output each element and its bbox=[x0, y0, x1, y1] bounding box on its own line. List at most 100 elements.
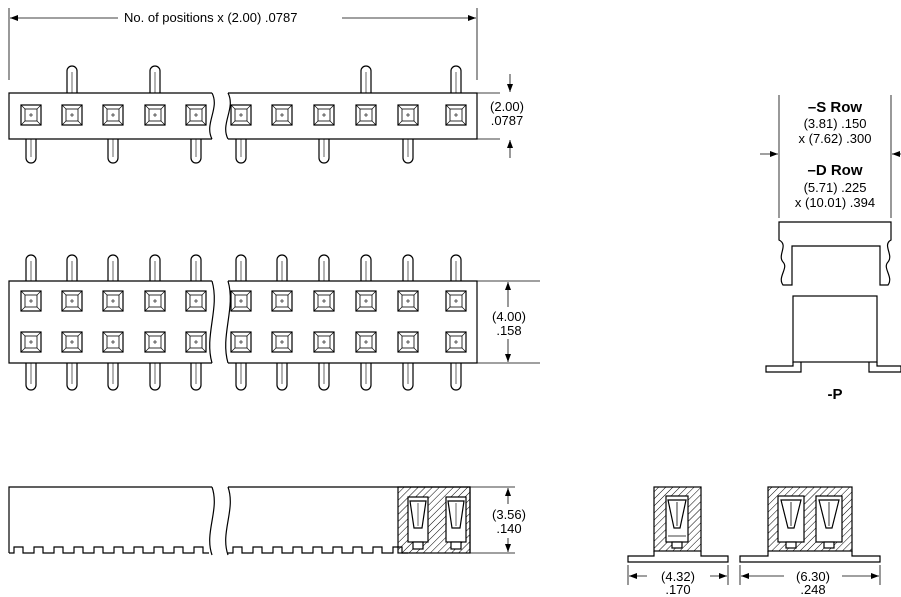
contact-cell bbox=[61, 104, 83, 126]
contact-cell bbox=[397, 331, 419, 353]
pin bbox=[190, 363, 202, 391]
side-view bbox=[8, 486, 515, 556]
height-metric-label: (3.56) bbox=[492, 507, 526, 522]
contact-cell bbox=[102, 290, 124, 312]
contact-cell bbox=[355, 290, 377, 312]
top-view-dual-row bbox=[8, 254, 540, 391]
contact-cell bbox=[397, 104, 419, 126]
pin bbox=[149, 65, 161, 93]
side-tail bbox=[450, 541, 462, 550]
side-bottom-left bbox=[9, 546, 209, 554]
row-spacing-inch-label: .158 bbox=[496, 323, 522, 338]
cover-cap bbox=[778, 221, 892, 286]
housing-right bbox=[228, 92, 478, 140]
contact-cell bbox=[355, 104, 377, 126]
side-tail bbox=[412, 541, 424, 550]
pin bbox=[318, 254, 330, 281]
contact-cell bbox=[20, 290, 42, 312]
contact-cell bbox=[445, 104, 467, 126]
break-line bbox=[209, 280, 215, 364]
pin bbox=[25, 139, 37, 164]
housing-right bbox=[228, 280, 478, 364]
pin bbox=[360, 254, 372, 281]
d-row-line2: x (10.01) .394 bbox=[794, 195, 876, 210]
contact-cell bbox=[102, 104, 124, 126]
pin bbox=[107, 139, 119, 164]
single-width-metric-label: (4.32) bbox=[661, 569, 695, 584]
break-line bbox=[225, 92, 231, 140]
contact-cell bbox=[313, 290, 335, 312]
pin bbox=[402, 139, 414, 164]
pin bbox=[66, 254, 78, 281]
pitch-inch-label: .0787 bbox=[490, 113, 524, 128]
pin bbox=[235, 254, 247, 281]
pin bbox=[190, 254, 202, 281]
contact-cell bbox=[397, 290, 419, 312]
pin bbox=[276, 363, 288, 391]
height-inch-label: .140 bbox=[496, 521, 522, 536]
s-row-line2: x (7.62) .300 bbox=[798, 131, 872, 146]
contact-cell bbox=[185, 290, 207, 312]
side-housing-left bbox=[8, 486, 212, 553]
end-foot-right bbox=[868, 362, 901, 373]
d-row-line1: (5.71) .225 bbox=[803, 180, 867, 195]
s-row-line1: (3.81) .150 bbox=[803, 116, 867, 131]
contact-cell bbox=[185, 331, 207, 353]
end-foot-left bbox=[765, 362, 802, 373]
contact-cell bbox=[61, 290, 83, 312]
break-line bbox=[225, 280, 231, 364]
contact-cell bbox=[144, 331, 166, 353]
pin bbox=[235, 139, 247, 164]
pin bbox=[66, 363, 78, 391]
pin bbox=[25, 254, 37, 281]
contact-cell bbox=[313, 104, 335, 126]
contact-cell bbox=[230, 331, 252, 353]
contact-cell bbox=[271, 104, 293, 126]
top-view-single-row bbox=[8, 8, 513, 164]
contact-cell bbox=[102, 331, 124, 353]
pin bbox=[66, 65, 78, 93]
break-line bbox=[209, 486, 215, 556]
length-dimension-label: No. of positions x (2.00) .0787 bbox=[124, 10, 298, 25]
contact-cell bbox=[230, 290, 252, 312]
pin bbox=[276, 254, 288, 281]
pin bbox=[360, 65, 372, 93]
pitch-metric-label: (2.00) bbox=[490, 99, 524, 114]
pin bbox=[149, 363, 161, 391]
pin bbox=[190, 139, 202, 164]
section-single bbox=[627, 486, 729, 563]
pin bbox=[360, 363, 372, 391]
break-line bbox=[225, 486, 231, 556]
pin bbox=[318, 363, 330, 391]
pin bbox=[107, 254, 119, 281]
contact-cell bbox=[20, 104, 42, 126]
contact-cell bbox=[355, 331, 377, 353]
contact-cell bbox=[61, 331, 83, 353]
side-bottom-right bbox=[228, 546, 408, 554]
cross-sections bbox=[627, 486, 881, 585]
row-spacing-metric-label: (4.00) bbox=[492, 309, 526, 324]
break-line bbox=[209, 92, 215, 140]
option-p-label: -P bbox=[827, 386, 843, 403]
pin bbox=[25, 363, 37, 391]
end-view bbox=[760, 95, 901, 373]
contact-cell bbox=[20, 331, 42, 353]
contact-cell bbox=[144, 104, 166, 126]
contact-cell bbox=[445, 290, 467, 312]
d-row-title: –D Row bbox=[807, 162, 863, 179]
pin bbox=[107, 363, 119, 391]
pin bbox=[235, 363, 247, 391]
housing-left bbox=[8, 92, 212, 140]
pin bbox=[402, 254, 414, 281]
housing-left bbox=[8, 280, 212, 364]
pin bbox=[402, 363, 414, 391]
contact-cell bbox=[144, 290, 166, 312]
pin bbox=[450, 254, 462, 281]
contact-cell bbox=[445, 331, 467, 353]
single-width-inch-label: .170 bbox=[665, 582, 691, 597]
pin bbox=[318, 139, 330, 164]
pin bbox=[450, 65, 462, 93]
contact-cell bbox=[313, 331, 335, 353]
contact-cell bbox=[230, 104, 252, 126]
